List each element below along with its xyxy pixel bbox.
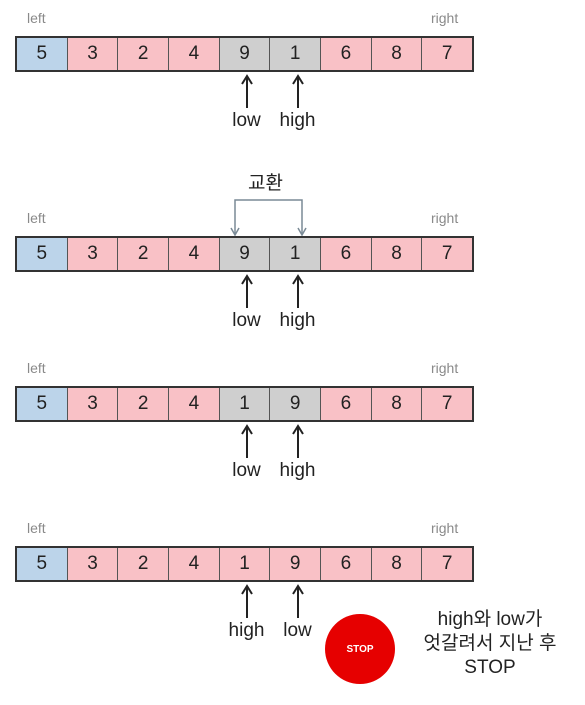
left-label: left bbox=[27, 360, 46, 376]
up-arrow-icon bbox=[240, 74, 253, 108]
array-cell: 7 bbox=[422, 388, 473, 420]
pointer-label: low bbox=[232, 110, 261, 131]
stop-sign-text: STOP bbox=[346, 643, 374, 655]
up-arrow-icon bbox=[291, 274, 304, 308]
pointer-low: low bbox=[217, 274, 277, 332]
swap-label: 교환 bbox=[248, 173, 283, 194]
left-label: left bbox=[27, 210, 46, 226]
array-cell: 3 bbox=[67, 38, 119, 70]
array-cell: 6 bbox=[321, 38, 372, 70]
up-arrow-icon bbox=[291, 424, 304, 458]
array-cell: 3 bbox=[67, 238, 119, 270]
pointer-label: high bbox=[279, 310, 316, 331]
stop-sign-icon: STOP bbox=[325, 614, 395, 684]
array-cell: 5 bbox=[17, 38, 68, 70]
array-cell: 4 bbox=[169, 38, 220, 70]
array-cell: 7 bbox=[422, 38, 473, 70]
array-cell: 3 bbox=[67, 548, 119, 580]
stop-note-line-1: high와 low가 bbox=[437, 609, 543, 630]
stop-note: high와 low가 엇갈려서 지난 후 STOP bbox=[405, 608, 575, 680]
left-label: left bbox=[27, 520, 46, 536]
pointer-label: low bbox=[232, 310, 261, 331]
array-cell: 6 bbox=[321, 548, 372, 580]
array-cell: 3 bbox=[67, 388, 119, 420]
up-arrow-icon bbox=[240, 584, 253, 618]
pointer-low: low bbox=[268, 584, 328, 642]
right-label: right bbox=[431, 520, 459, 536]
pointer-high: high bbox=[217, 584, 277, 642]
array-cell: 8 bbox=[371, 388, 423, 420]
right-label: right bbox=[431, 10, 459, 26]
pointer-high: high bbox=[268, 274, 328, 332]
pointer-label: low bbox=[232, 460, 261, 481]
array-cell: 8 bbox=[371, 238, 423, 270]
array-cell: 4 bbox=[169, 238, 220, 270]
array-cell: 8 bbox=[371, 38, 423, 70]
pointer-low: low bbox=[217, 74, 277, 132]
array-cell: 1 bbox=[270, 38, 322, 70]
array-cell: 2 bbox=[118, 238, 170, 270]
pointer-label: low bbox=[283, 620, 312, 641]
pointer-high: high bbox=[268, 74, 328, 132]
array-cell: 2 bbox=[118, 388, 170, 420]
right-label: right bbox=[431, 360, 459, 376]
stop-note-line-2: 엇갈려서 지난 후 bbox=[423, 633, 557, 654]
pointer-low: low bbox=[217, 424, 277, 482]
array-cell: 7 bbox=[422, 238, 473, 270]
pointer-high: high bbox=[268, 424, 328, 482]
array-cell: 6 bbox=[321, 238, 372, 270]
up-arrow-icon bbox=[240, 274, 253, 308]
array-cell: 2 bbox=[118, 38, 170, 70]
array-cell: 9 bbox=[270, 388, 322, 420]
array-cell: 7 bbox=[422, 548, 473, 580]
pointer-label: high bbox=[279, 460, 316, 481]
array-cell: 5 bbox=[17, 548, 68, 580]
array-cell: 6 bbox=[321, 388, 372, 420]
array-cell: 4 bbox=[169, 548, 220, 580]
array-cell: 1 bbox=[219, 388, 271, 420]
array-cell: 4 bbox=[169, 388, 220, 420]
array-cell: 8 bbox=[371, 548, 423, 580]
array-cell: 9 bbox=[270, 548, 322, 580]
stop-note-line-3: STOP bbox=[464, 657, 516, 678]
pointer-label: high bbox=[279, 110, 316, 131]
up-arrow-icon bbox=[240, 424, 253, 458]
array-cell: 5 bbox=[17, 238, 68, 270]
up-arrow-icon bbox=[291, 74, 304, 108]
swap-bracket-icon bbox=[230, 199, 307, 236]
array-cell: 2 bbox=[118, 548, 170, 580]
array-cell: 9 bbox=[219, 238, 271, 270]
pointer-label: high bbox=[228, 620, 265, 641]
array-cell: 1 bbox=[270, 238, 322, 270]
right-label: right bbox=[431, 210, 459, 226]
array-cell: 5 bbox=[17, 388, 68, 420]
left-label: left bbox=[27, 10, 46, 26]
up-arrow-icon bbox=[291, 584, 304, 618]
array-cell: 9 bbox=[219, 38, 271, 70]
array-cell: 1 bbox=[219, 548, 271, 580]
